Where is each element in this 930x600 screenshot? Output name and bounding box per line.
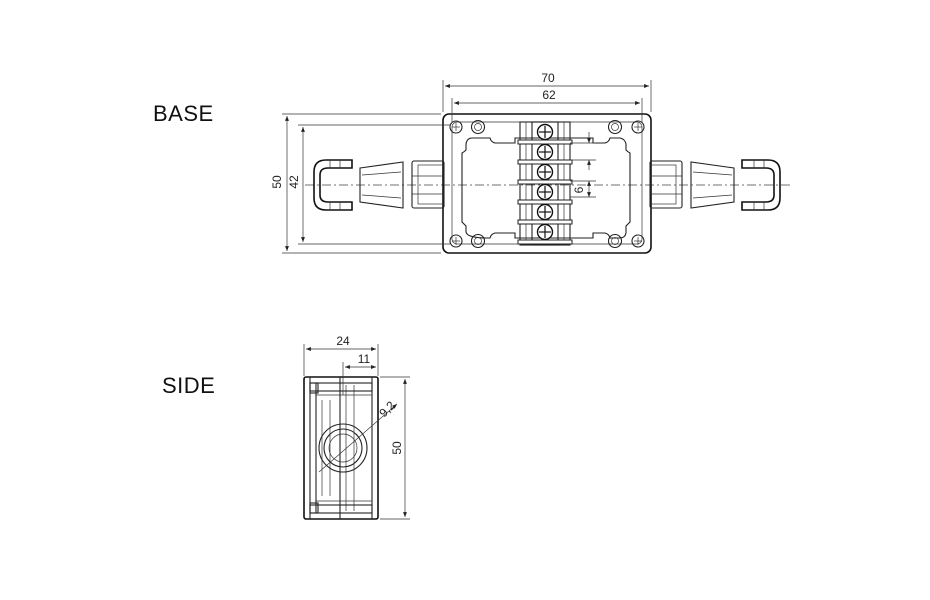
corner-screw-bottom-right: [607, 233, 645, 249]
dimension-side-height: 50: [380, 376, 410, 520]
side-view-label: SIDE: [162, 373, 216, 398]
dim-overall-width-text: 70: [541, 71, 555, 85]
dimension-lid-depth: 11: [342, 352, 376, 395]
dim-lid-depth-text: 11: [358, 352, 371, 366]
base-view: 70 62 50 42: [270, 71, 790, 254]
dimension-terminal-pitch: 6: [570, 132, 596, 198]
terminal-screw-4: [517, 183, 573, 205]
dim-terminal-pitch-text: 6: [572, 186, 586, 193]
base-view-label: BASE: [153, 101, 214, 126]
corner-screw-top-left: [449, 119, 486, 135]
terminal-screw-1: [517, 123, 573, 145]
left-cable-gland: [313, 159, 445, 211]
terminal-screws: [517, 123, 573, 245]
dimension-overall-height: 50: [270, 113, 441, 254]
dim-hole-diameter-text: 9,2: [376, 398, 398, 420]
dim-side-depth-text: 24: [336, 334, 350, 348]
terminal-screw-6: [517, 223, 573, 245]
dim-overall-height-text: 50: [270, 175, 284, 189]
dimension-side-depth: 24: [303, 334, 379, 376]
right-cable-gland: [649, 159, 781, 211]
terminal-screw-5: [517, 203, 573, 225]
dim-inner-width-text: 62: [542, 88, 556, 102]
dimension-overall-width: 70: [442, 71, 652, 112]
side-view: 24 11 9,2 50: [303, 334, 410, 520]
terminal-screw-3: [517, 163, 573, 185]
side-box-body: [303, 376, 379, 520]
corner-screw-bottom-left: [449, 233, 486, 249]
dim-side-height-text: 50: [390, 441, 404, 455]
dimension-inner-width: 62: [451, 88, 643, 122]
terminal-screw-2: [517, 143, 573, 165]
side-cable-hole: [318, 403, 398, 473]
dim-inner-height-text: 42: [287, 175, 301, 189]
dimension-inner-height: 42: [287, 124, 450, 245]
corner-screw-top-right: [607, 119, 645, 135]
